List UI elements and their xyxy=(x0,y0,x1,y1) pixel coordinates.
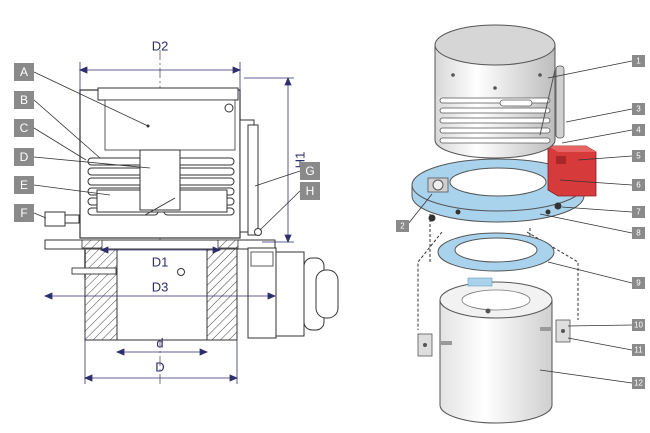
base-opening xyxy=(116,247,208,341)
technical-drawing: D2 H1 D1 D3 d D A B C D E xyxy=(14,39,339,385)
part-1: 1 xyxy=(636,57,641,66)
label-d: D xyxy=(20,150,29,164)
dimension-small-d: d xyxy=(156,336,163,351)
dimension-d2: D2 xyxy=(152,39,169,54)
part-4: 4 xyxy=(636,126,641,135)
mounting-base-cylinder xyxy=(439,299,553,424)
part-11: 11 xyxy=(634,346,643,355)
part-2: 2 xyxy=(400,222,405,231)
label-b: B xyxy=(20,93,28,107)
label-g: G xyxy=(305,164,314,178)
dimension-d3: D3 xyxy=(152,280,169,295)
dimension-big-d: D xyxy=(155,360,164,375)
label-e: E xyxy=(20,178,28,192)
part-3: 3 xyxy=(636,105,641,114)
part-7: 7 xyxy=(636,208,641,217)
label-a: A xyxy=(20,65,28,79)
letter-labels-right: G H xyxy=(300,162,320,200)
part-12: 12 xyxy=(634,379,643,388)
label-h: H xyxy=(306,184,315,198)
mounting-plate xyxy=(44,239,276,250)
label-c: C xyxy=(20,121,29,135)
terminal-box xyxy=(547,145,597,197)
part-number-labels: 1 3 4 5 6 7 8 9 10 11 12 2 xyxy=(396,55,645,389)
part-6: 6 xyxy=(636,181,641,190)
letter-labels-left: A B C D E F xyxy=(14,63,34,222)
dimension-lines xyxy=(43,62,294,384)
exploded-view: 1 3 4 5 6 7 8 9 10 11 12 2 xyxy=(396,24,645,424)
part-10: 10 xyxy=(634,321,643,330)
part-8: 8 xyxy=(636,229,641,238)
dimension-d1: D1 xyxy=(152,255,169,270)
label-f: F xyxy=(20,206,27,220)
part-5: 5 xyxy=(636,152,641,161)
part-9: 9 xyxy=(636,279,641,288)
